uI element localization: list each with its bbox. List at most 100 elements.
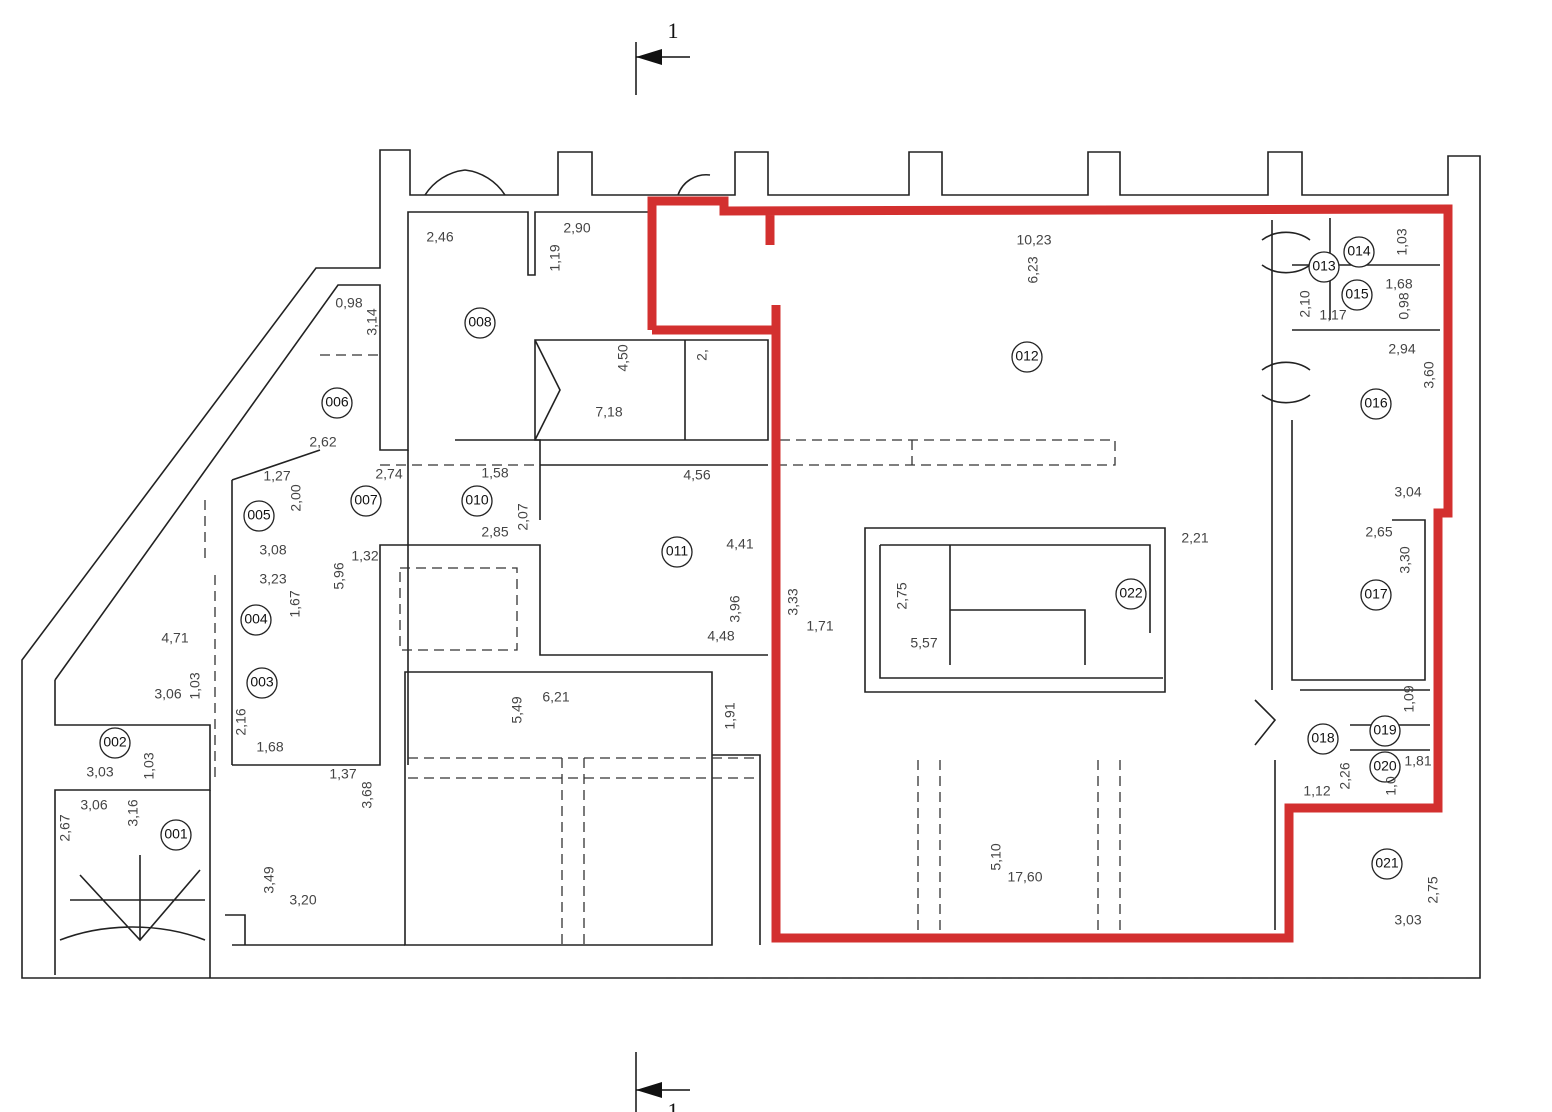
dimension-label: 1,37 xyxy=(329,766,356,782)
room-007: 007 xyxy=(350,485,382,517)
svg-text:014: 014 xyxy=(1347,243,1371,259)
room-013: 013 xyxy=(1308,251,1340,283)
dimension-label: 1,91 xyxy=(722,702,738,729)
room-014: 014 xyxy=(1343,236,1375,268)
dimension-label: 2,90 xyxy=(563,220,590,236)
dimension-label: 2, xyxy=(694,349,710,361)
dimension-label: 17,60 xyxy=(1007,869,1042,885)
dimension-label: 3,16 xyxy=(125,799,141,826)
dimension-label: 3,49 xyxy=(261,866,277,893)
dimension-label: 1,71 xyxy=(806,618,833,634)
dimension-label: 2,46 xyxy=(426,229,453,245)
svg-text:005: 005 xyxy=(247,507,271,523)
svg-text:018: 018 xyxy=(1311,730,1335,746)
room-022: 022 xyxy=(1115,578,1147,610)
dimension-label: 4,56 xyxy=(683,467,710,483)
svg-text:020: 020 xyxy=(1373,758,1397,774)
dimension-label: 3,68 xyxy=(359,781,375,808)
dimension-label: 1,17 xyxy=(1319,307,1346,323)
dimension-label: 2,75 xyxy=(894,582,910,609)
dimension-label: 2,10 xyxy=(1297,290,1313,317)
dimension-label: 10,23 xyxy=(1016,232,1051,248)
room-016: 016 xyxy=(1360,388,1392,420)
room-labels: 001 002 003 004 005 006 007 008 010 011 … xyxy=(99,236,1403,880)
dimension-label: 1,03 xyxy=(141,752,157,779)
dimension-label: 4,48 xyxy=(707,628,734,644)
svg-text:017: 017 xyxy=(1364,586,1388,602)
svg-text:011: 011 xyxy=(666,543,689,559)
svg-text:010: 010 xyxy=(465,492,489,508)
dimension-label: 0,98 xyxy=(335,295,362,311)
dimension-label: 1,68 xyxy=(1385,276,1412,292)
room-017: 017 xyxy=(1360,579,1392,611)
dimension-label: 3,23 xyxy=(259,571,286,587)
dimension-label: 5,10 xyxy=(988,843,1004,870)
dimension-label: 1,81 xyxy=(1404,753,1431,769)
dimension-label: 1,58 xyxy=(481,465,508,481)
dimension-label: 3,33 xyxy=(785,588,801,615)
hidden-lines xyxy=(204,354,1480,979)
dimension-label: 2,16 xyxy=(233,708,249,735)
dimension-label: 2,94 xyxy=(1388,341,1415,357)
dimension-label: 3,04 xyxy=(1394,484,1421,500)
dimension-label: 1,67 xyxy=(287,590,303,617)
room-001: 001 xyxy=(160,819,192,851)
svg-text:019: 019 xyxy=(1373,722,1397,738)
svg-text:022: 022 xyxy=(1119,585,1143,601)
room-020: 020 xyxy=(1369,751,1401,783)
room-010: 010 xyxy=(461,485,493,517)
dimension-label: 6,21 xyxy=(542,689,569,705)
dimension-label: 3,14 xyxy=(364,308,380,335)
walls xyxy=(21,149,1481,979)
svg-text:002: 002 xyxy=(103,734,127,750)
dimension-label: 1,68 xyxy=(256,739,283,755)
dimension-label: 2,26 xyxy=(1337,762,1353,789)
room-011: 011 xyxy=(661,536,693,568)
dimension-label: 3,20 xyxy=(289,892,316,908)
room-004: 004 xyxy=(240,604,272,636)
room-002: 002 xyxy=(99,727,131,759)
dimension-label: 2,67 xyxy=(57,814,73,841)
svg-text:007: 007 xyxy=(354,492,378,508)
svg-text:001: 001 xyxy=(164,826,188,842)
dimension-label: 2,85 xyxy=(481,524,508,540)
dimension-label: 2,74 xyxy=(375,466,402,482)
dimension-label: 3,08 xyxy=(259,542,286,558)
room-019: 019 xyxy=(1369,715,1401,747)
dimension-label: 1,09 xyxy=(1401,685,1417,712)
dimension-label: 6,23 xyxy=(1025,256,1041,283)
room-006: 006 xyxy=(321,387,353,419)
room-005: 005 xyxy=(243,500,275,532)
dimension-label: 3,06 xyxy=(154,686,181,702)
dimension-label: 4,71 xyxy=(161,630,188,646)
dimension-label: 2,75 xyxy=(1425,876,1441,903)
dimension-label: 0,98 xyxy=(1396,292,1412,319)
svg-text:1: 1 xyxy=(668,18,679,43)
dimension-label: 7,18 xyxy=(595,404,622,420)
dimension-label: 1,03 xyxy=(1394,228,1410,255)
section-mark-bottom: 1 xyxy=(635,1052,690,1112)
dimension-label: 2,21 xyxy=(1181,530,1208,546)
room-015: 015 xyxy=(1341,279,1373,311)
svg-text:003: 003 xyxy=(250,674,274,690)
dimension-label: 4,50 xyxy=(615,344,631,371)
room-018: 018 xyxy=(1307,723,1339,755)
dimension-label: 4,41 xyxy=(726,536,753,552)
dimension-label: 2,00 xyxy=(288,484,304,511)
room-008: 008 xyxy=(464,307,496,339)
dimension-label: 1,12 xyxy=(1303,783,1330,799)
room-012: 012 xyxy=(1011,341,1043,373)
dimension-label: 5,49 xyxy=(509,696,525,723)
svg-text:013: 013 xyxy=(1312,258,1336,274)
dimension-label: 1,27 xyxy=(263,468,290,484)
dimension-label: 1,03 xyxy=(187,672,203,699)
svg-text:012: 012 xyxy=(1015,348,1039,364)
dimension-label: 2,62 xyxy=(309,434,336,450)
dimension-label: 3,96 xyxy=(727,595,743,622)
dimension-label: 3,03 xyxy=(86,764,113,780)
highlighted-premises-outline xyxy=(647,196,1453,943)
svg-text:021: 021 xyxy=(1375,855,1399,871)
dimension-label: 3,30 xyxy=(1397,546,1413,573)
